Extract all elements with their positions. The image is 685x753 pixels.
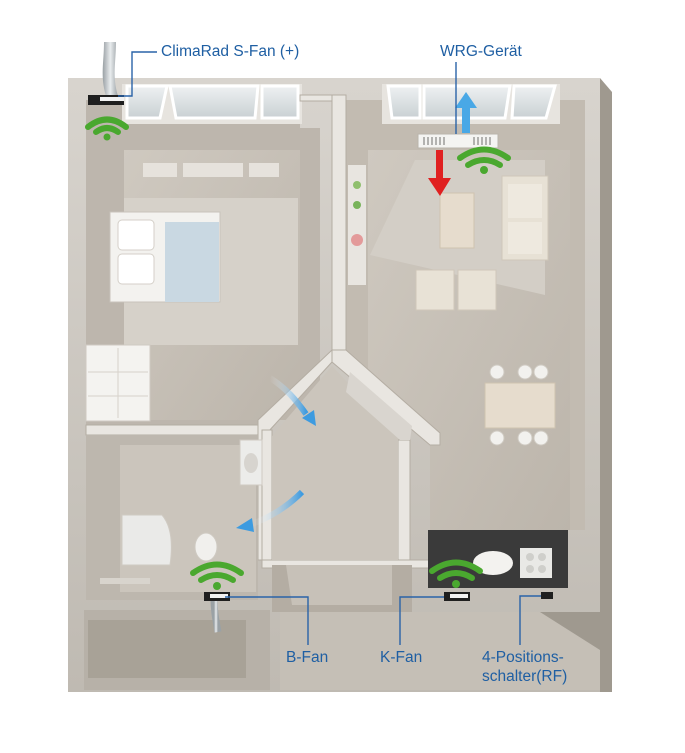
bedroom-windows [122, 84, 302, 124]
callout-lines [118, 51, 541, 645]
airflow-arrow-icon [302, 410, 316, 426]
airflow-arrow-icon [250, 489, 305, 527]
b-fan-label: B-Fan [286, 649, 329, 666]
airflow-arrows [210, 92, 477, 633]
switch-label-line1: 4-Positions- [482, 649, 564, 666]
wifi-signal-icon [190, 561, 244, 590]
switch-label: 4-Positions- schalter(RF) [482, 648, 567, 686]
bedroom [85, 100, 320, 432]
armchairs [415, 269, 497, 311]
airflow-arrow-icon [455, 92, 477, 108]
climarad-label: ClimaRad S-Fan (+) [161, 43, 300, 60]
airflow-arrow-icon [236, 518, 254, 532]
climarad-unit [88, 42, 124, 105]
airflow-arrow-icon [268, 375, 309, 416]
wifi-signal-icon [85, 116, 129, 141]
interior-walls [85, 94, 441, 569]
dresser [85, 344, 151, 422]
wrg-label: WRG-Gerät [440, 43, 522, 60]
lower-section [84, 565, 600, 690]
wifi-signal-icon [429, 559, 483, 588]
fan-devices [204, 592, 553, 601]
bed [109, 211, 221, 303]
k-fan-label: K-Fan [380, 649, 423, 666]
living-room [346, 100, 585, 530]
switch-label-line2: schalter(RF) [482, 668, 568, 685]
kitchen [428, 530, 568, 588]
wrg-unit [417, 133, 499, 149]
bathroom [86, 435, 263, 600]
wifi-signal-icon [457, 146, 511, 174]
switch-device [541, 592, 553, 599]
airflow-arrow-icon [428, 178, 451, 196]
sofa [501, 175, 549, 261]
dining-table [484, 364, 556, 446]
coffee-table [439, 192, 475, 249]
